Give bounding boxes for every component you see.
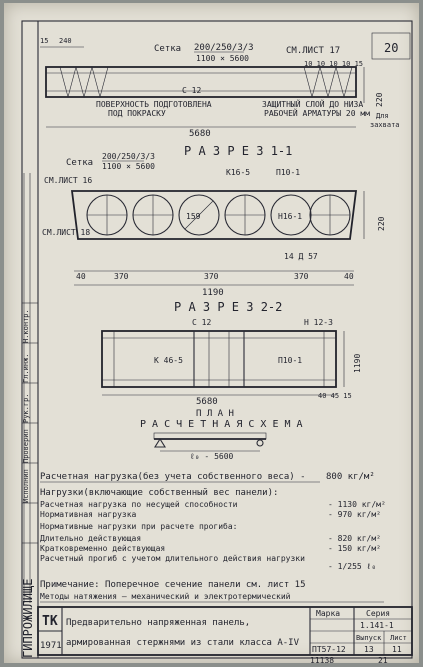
side-item: Исполнил: [22, 469, 30, 503]
svg-text:Сетка: Сетка: [154, 44, 181, 54]
svg-text:П10-1: П10-1: [278, 356, 302, 365]
svg-text:200/250/3/3: 200/250/3/3: [194, 43, 254, 53]
calc-load: Расчетная нагрузка(без учета собственног…: [40, 471, 375, 483]
svg-text:СМ.ЛИСТ 18: СМ.ЛИСТ 18: [42, 228, 90, 237]
footer-right: 21: [378, 656, 388, 663]
svg-text:15: 15: [40, 37, 48, 45]
note: Примечание: Поперечное сечение панели см…: [40, 580, 384, 603]
svg-text:14 Д 57: 14 Д 57: [284, 252, 318, 261]
svg-text:захвата: захвата: [370, 121, 400, 129]
svg-text:Выпуск: Выпуск: [356, 634, 382, 642]
svg-text:40: 40: [76, 272, 86, 281]
mark: ПТ57-12: [312, 645, 346, 654]
frame: [21, 20, 413, 659]
svg-text:- 1130 кг/м²: - 1130 кг/м²: [328, 500, 386, 509]
svg-text:1190: 1190: [202, 288, 224, 298]
svg-text:Расчетный прогиб с учетом длит: Расчетный прогиб с учетом длительного де…: [40, 553, 305, 563]
svg-text:Длительно действующая: Длительно действующая: [40, 534, 141, 543]
section-1-title: Р А З Р Е З 1-1: [184, 144, 292, 158]
top-view: 15 240 Сетка 200/250/3/3 1100 × 5600 СМ.…: [40, 37, 400, 139]
svg-text:ПОВЕРХНОСТЬ ПОДГОТОВЛЕНА: ПОВЕРХНОСТЬ ПОДГОТОВЛЕНА: [96, 100, 212, 109]
svg-text:Нагрузки(включающие собственны: Нагрузки(включающие собственный вес пане…: [40, 487, 278, 498]
section-2-2: Р А З Р Е З 2-2 С 12 Н 12-3 К 46-5 П10-1…: [101, 300, 362, 419]
section-outline: [70, 190, 358, 240]
svg-text:- 150 кг/м²: - 150 кг/м²: [328, 544, 381, 553]
side-item: Гл.инж.: [22, 353, 30, 383]
svg-text:К16-5: К16-5: [226, 168, 250, 177]
sheet-number: 20: [384, 41, 398, 55]
series: 1.141-1: [360, 621, 394, 630]
svg-text:Предварительно напряженная пан: Предварительно напряженная панель,: [66, 618, 250, 628]
year: 1971: [40, 641, 62, 651]
svg-text:ЗАЩИТНЫЙ СЛОЙ ДО НИЗА: ЗАЩИТНЫЙ СЛОЙ ДО НИЗА: [262, 98, 363, 109]
svg-text:ПОД ПОКРАСКУ: ПОД ПОКРАСКУ: [108, 109, 166, 118]
svg-text:13: 13: [364, 645, 374, 654]
svg-text:220: 220: [377, 216, 386, 231]
svg-text:1190: 1190: [353, 354, 362, 373]
section-2-title: Р А З Р Е З 2-2: [174, 300, 282, 314]
svg-text:370: 370: [204, 272, 219, 281]
svg-text:Нормативные нагрузки при расче: Нормативные нагрузки при расчете прогиба…: [40, 521, 237, 531]
svg-text:5680: 5680: [196, 397, 218, 407]
svg-text:- 970 кг/м²: - 970 кг/м²: [328, 510, 381, 519]
svg-text:240: 240: [59, 37, 72, 45]
svg-text:К 46-5: К 46-5: [154, 356, 183, 365]
svg-text:СМ.ЛИСТ 16: СМ.ЛИСТ 16: [44, 176, 92, 185]
svg-text:Примечание: Поперечное сечение: Примечание: Поперечное сечение панели см…: [40, 580, 306, 590]
side-strip: ГИПРОЖИЛИЩЕ Н.контр. Гл.инж. Рук.гр. Про…: [21, 173, 38, 658]
drawing-canvas: 20 ГИПРОЖИЛИЩЕ Н.контр. Гл.инж. Рук.гр. …: [21, 20, 413, 665]
svg-text:- 1/255 ℓ₀: - 1/255 ℓ₀: [328, 562, 376, 571]
side-item: Рук.гр.: [22, 393, 30, 423]
svg-text:РАБОЧЕЙ АРМАТУРЫ 20 мм: РАБОЧЕЙ АРМАТУРЫ 20 мм: [264, 107, 370, 118]
svg-text:Для: Для: [376, 112, 389, 120]
brand-stamp: ГИПРОЖИЛИЩЕ: [21, 579, 35, 658]
svg-text:1100 × 5600: 1100 × 5600: [196, 54, 249, 63]
svg-text:800 кг/м²: 800 кг/м²: [326, 472, 375, 482]
section-1-1: Р А З Р Е З 1-1 Сетка 200/250/3/3 1100 ×…: [42, 144, 386, 298]
svg-text:Сетка: Сетка: [66, 158, 93, 168]
svg-text:П Л А Н: П Л А Н: [196, 409, 234, 419]
panel-elevation: [45, 66, 357, 98]
scheme-title: Р А С Ч Е Т Н А Я С Х Е М А: [140, 419, 303, 430]
side-item: Н.контр.: [22, 309, 30, 343]
svg-text:Расчетная нагрузка по несущей: Расчетная нагрузка по несущей способност…: [40, 499, 238, 509]
svg-text:1100 × 5600: 1100 × 5600: [102, 162, 155, 171]
svg-text:- 820 кг/м²: - 820 кг/м²: [328, 534, 381, 543]
svg-text:Марка: Марка: [316, 609, 340, 618]
svg-text:Н 12-3: Н 12-3: [304, 318, 333, 327]
side-item: Проверил: [22, 429, 30, 463]
svg-text:10 10 10 10 15: 10 10 10 10 15: [304, 60, 363, 68]
svg-text:СМ.ЛИСТ 17: СМ.ЛИСТ 17: [286, 46, 340, 56]
drawing-sheet: 20 ГИПРОЖИЛИЩЕ Н.контр. Гл.инж. Рук.гр. …: [4, 3, 419, 665]
svg-text:Лист: Лист: [390, 634, 407, 642]
svg-text:Н16-1: Н16-1: [278, 212, 302, 221]
svg-text:Нормативная нагрузка: Нормативная нагрузка: [40, 510, 137, 519]
svg-text:5680: 5680: [189, 129, 211, 139]
svg-text:159: 159: [186, 212, 201, 221]
svg-text:армированная стержнями из стал: армированная стержнями из стали класса А…: [66, 638, 300, 648]
svg-text:П10-1: П10-1: [276, 168, 300, 177]
svg-text:11: 11: [392, 645, 402, 654]
org-code: ТК: [42, 614, 58, 629]
title-block: ТК 1971 Предварительно напряженная панел…: [37, 606, 413, 656]
svg-text:200/250/3/3: 200/250/3/3: [102, 152, 155, 161]
sheet-number-box: [371, 32, 411, 60]
svg-text:370: 370: [294, 272, 309, 281]
svg-text:220: 220: [375, 92, 384, 107]
svg-text:40 45 15: 40 45 15: [318, 392, 352, 400]
svg-text:370: 370: [114, 272, 129, 281]
svg-text:Кратковременно действующая: Кратковременно действующая: [40, 544, 165, 553]
svg-text:Серия: Серия: [366, 609, 390, 618]
loads: Нагрузки(включающие собственный вес пане…: [40, 487, 386, 571]
svg-text:С 12: С 12: [182, 86, 201, 95]
design-scheme: Р А С Ч Е Т Н А Я С Х Е М А ℓ₀ - 5600: [140, 419, 303, 461]
svg-text:40: 40: [344, 272, 354, 281]
footer-left: 11138: [310, 656, 334, 663]
svg-text:Расчетная нагрузка(без учета с: Расчетная нагрузка(без учета собственног…: [40, 471, 306, 482]
svg-text:С 12: С 12: [192, 318, 211, 327]
svg-text:ℓ₀ - 5600: ℓ₀ - 5600: [190, 452, 234, 461]
svg-text:Методы натяжения — механически: Методы натяжения — механический и электр…: [40, 592, 291, 601]
